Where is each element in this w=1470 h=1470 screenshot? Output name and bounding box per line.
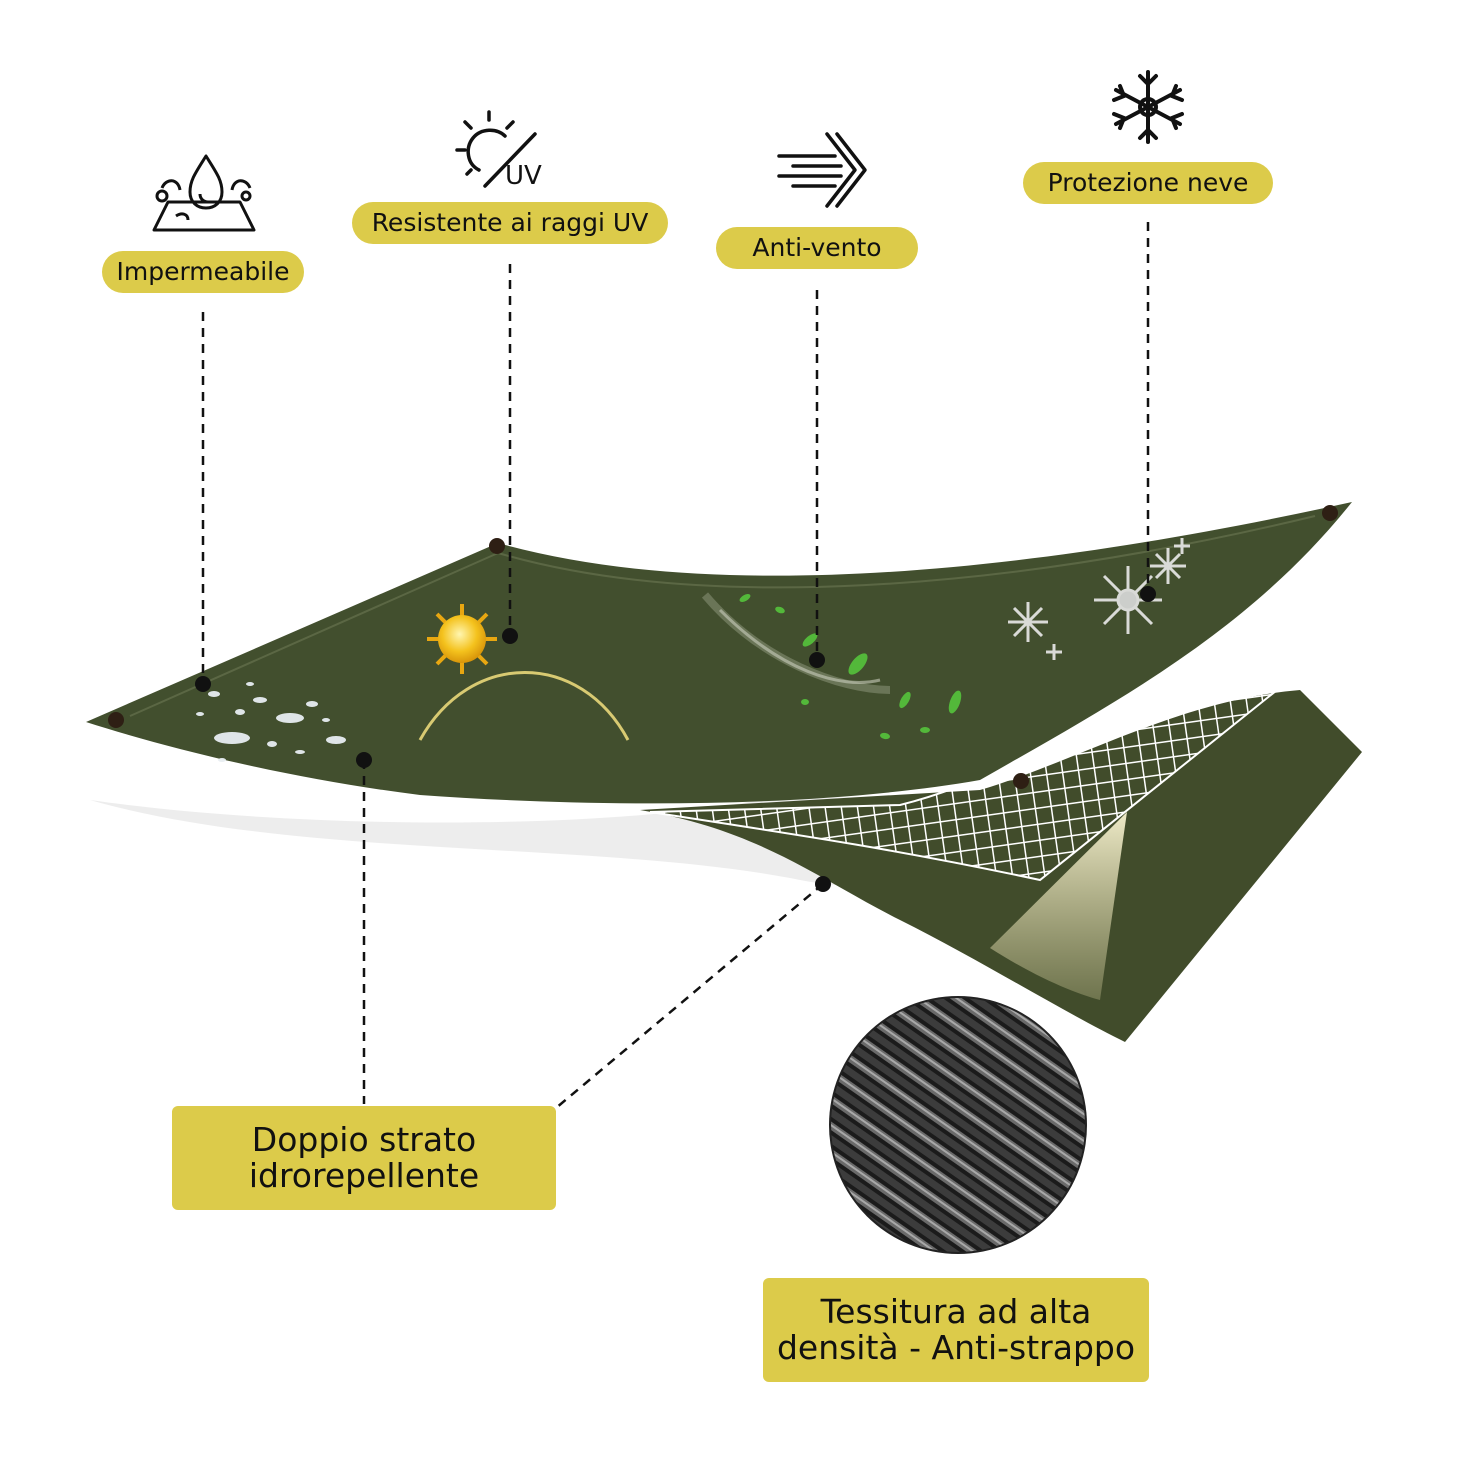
wind-leaves: [701, 592, 962, 740]
callout-tessitura-line2: densità - Anti-strappo: [776, 1328, 1136, 1367]
water-drop-icon: [152, 154, 256, 232]
uv-icon-text: UV: [505, 161, 542, 190]
tarp-top-layer: [86, 502, 1352, 804]
leader-lines: [201, 222, 1150, 1109]
water-droplets: [196, 682, 346, 762]
snowflake-icon: [1112, 70, 1184, 144]
grommets: [108, 505, 1338, 789]
label-anti-vento: Anti-vento: [716, 227, 918, 269]
light-beam: [990, 812, 1127, 1000]
callout-doppio-strato: Doppio strato idrorepellente: [172, 1106, 556, 1210]
weave-closeup: [829, 996, 1087, 1254]
label-impermeabile: Impermeabile: [102, 251, 304, 293]
label-resistente-uv: Resistente ai raggi UV: [352, 202, 668, 244]
callout-tessitura: Tessitura ad alta densità - Anti-strappo: [763, 1278, 1149, 1382]
label-protezione-neve: Protezione neve: [1023, 162, 1273, 204]
wind-icon: [777, 132, 867, 208]
leader-dots: [195, 586, 1156, 892]
sun-graphic: [418, 604, 630, 741]
callout-doppio-strato-line2: idrorepellente: [248, 1156, 480, 1195]
sun-uv-icon: UV: [455, 110, 542, 190]
callout-tessitura-line1: Tessitura ad alta: [820, 1292, 1092, 1331]
snowflakes-graphic: [1008, 538, 1190, 660]
callout-doppio-strato-line1: Doppio strato: [251, 1120, 477, 1159]
